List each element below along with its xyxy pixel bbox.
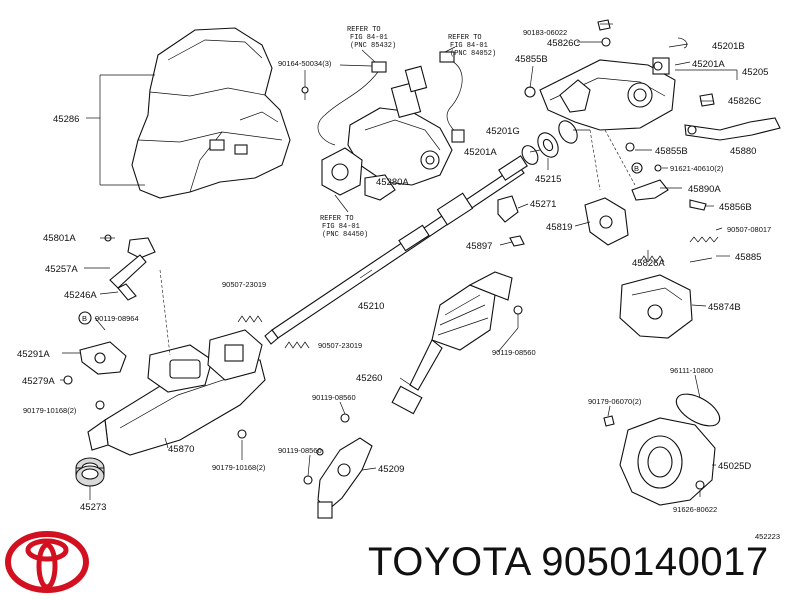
leader-lines [60, 23, 730, 500]
callout-45286: 45286 [53, 114, 79, 125]
callout-90164: 90164-50034(3) [278, 59, 332, 68]
callout-90179-06070: 90179-06070(2) [588, 397, 642, 406]
callout-45205: 45205 [742, 67, 768, 78]
brand-name: TOYOTA [368, 540, 530, 584]
figure-id: 452223 [755, 532, 780, 541]
callout-45215: 45215 [535, 174, 561, 185]
ref-2-line3: (PNC 84052) [450, 50, 496, 58]
ref-3-line2: FIG 84-01 [322, 223, 360, 231]
ref-1-line1: REFER TO [347, 26, 381, 34]
ref-3-line3: (PNC 84450) [322, 231, 368, 239]
brand-part-title: TOYOTA 9050140017 [368, 540, 769, 585]
ref-3-line1: REFER TO [320, 215, 354, 223]
yoke-clip-drawing [497, 195, 525, 247]
callout-90507-23019-top: 90507-23019 [222, 280, 266, 289]
callout-45273: 45273 [80, 502, 106, 513]
callout-45279a: 45279A [22, 376, 55, 387]
main-shaft-drawing [264, 155, 528, 345]
callout-90179-10168: 90179-10168(2) [212, 463, 266, 472]
upper-bracket-drawing [539, 57, 676, 131]
callout-45201a: 45201A [464, 147, 497, 158]
left-small-parts-drawing [63, 234, 156, 410]
callout-45209: 45209 [378, 464, 404, 475]
callout-45897: 45897 [466, 241, 492, 252]
small-clips-drawing [524, 19, 715, 172]
callout-45856b: 45856B [719, 202, 752, 213]
column-tube-drawing [87, 329, 266, 456]
callout-90507-08017: 90507-08017 [727, 225, 771, 234]
callout-90119-08560-a: 90119-08560 [312, 393, 356, 402]
callout-45885: 45885 [735, 252, 761, 263]
callout-90183: 90183-06022 [523, 28, 567, 37]
callout-45201b: 45201B [712, 41, 745, 52]
springs-drawing [237, 236, 719, 349]
callout-45870: 45870 [168, 444, 194, 455]
ref-1-line3: (PNC 85432) [350, 42, 396, 50]
ref-2-line2: FIG 84-01 [450, 42, 488, 50]
universal-joint-drawing [317, 437, 373, 519]
part-number: 9050140017 [541, 540, 769, 584]
callout-45025d: 45025D [718, 461, 751, 472]
callout-90179-10168-left: 90179-10168(2) [23, 406, 77, 415]
screw-drawing [301, 86, 309, 100]
callout-90119-08560-mid: 90119-08560 [492, 348, 536, 357]
callout-91626: 91626-80622 [673, 505, 717, 514]
callout-45826c-top: 45826C [547, 38, 580, 49]
bearing-set-drawing [521, 120, 578, 165]
callout-45257a: 45257A [45, 264, 78, 275]
callout-45246a: 45246A [64, 290, 97, 301]
ignition-switch-drawing [321, 65, 453, 201]
callout-90119-08964: 90119-08964 [95, 314, 139, 323]
callout-45855b: 45855B [655, 146, 688, 157]
callout-45210: 45210 [358, 301, 384, 312]
lock-bracket-drawing [619, 274, 693, 339]
callout-45260: 45260 [356, 373, 382, 384]
callout-45271: 45271 [530, 199, 556, 210]
tilt-bracket-drawing [584, 179, 707, 246]
callout-90119-08560-b: 90119-08560 [278, 446, 322, 455]
callout-45826a: 45826A [632, 258, 665, 269]
callout-45201g: 45201G [486, 126, 520, 137]
tilt-lever-drawing [684, 117, 781, 141]
ref-1-line2: FIG 84-01 [350, 34, 388, 42]
callout-90507-23019: 90507-23019 [318, 341, 362, 350]
callout-91621: 91621-40610(2) [670, 164, 724, 173]
callout-96111: 96111-10800 [670, 366, 713, 375]
callout-45890a: 45890A [688, 184, 721, 195]
svg-text:B: B [634, 164, 639, 173]
callout-45880: 45880 [730, 146, 756, 157]
lower-shaft-drawing [391, 271, 513, 415]
callout-45826c: 45826C [728, 96, 761, 107]
callout-45291a: 45291A [17, 349, 50, 360]
svg-text:B: B [82, 314, 87, 323]
callout-45855b-top: 45855B [515, 54, 548, 65]
callout-45280a: 45280A [376, 177, 409, 188]
callout-45819: 45819 [546, 222, 572, 233]
ref-2-line1: REFER TO [448, 34, 482, 42]
callout-45801a: 45801A [43, 233, 76, 244]
callout-45201a-top: 45201A [692, 59, 725, 70]
callout-45874b: 45874B [708, 302, 741, 313]
toyota-logo [5, 531, 89, 593]
bearing-ring-drawing [75, 457, 105, 487]
housing-drawing [619, 393, 721, 506]
column-cover-drawing [131, 27, 291, 199]
